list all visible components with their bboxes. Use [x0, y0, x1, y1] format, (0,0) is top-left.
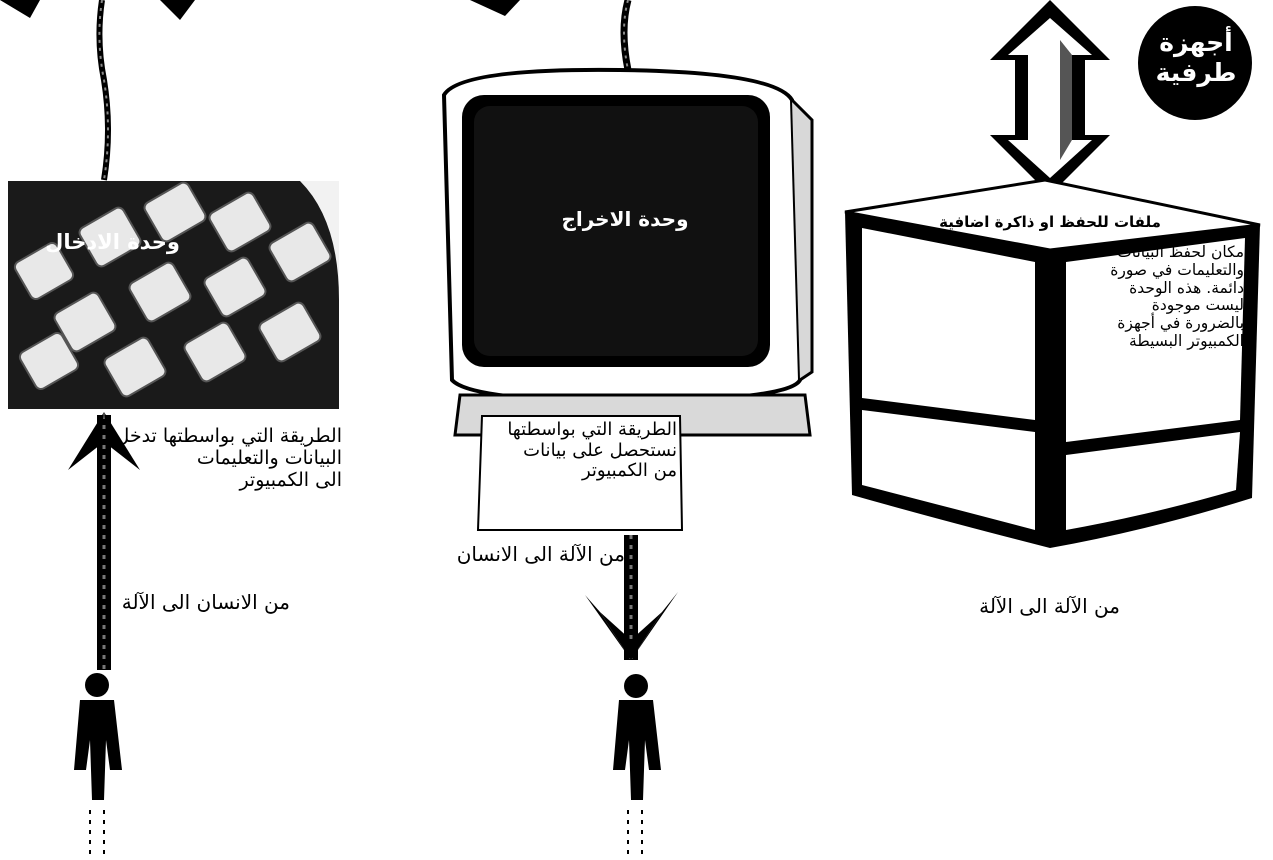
badge-line-2: طرفية	[1148, 58, 1244, 88]
badge-line-1: أجهزة	[1148, 28, 1244, 58]
storage-flow-label: من الآلة الى الآلة	[960, 594, 1120, 618]
person-left-icon	[74, 673, 122, 860]
person-center-icon	[613, 674, 661, 860]
storage-description-line-3: دائمة. هذه الوحدة	[1068, 280, 1244, 298]
input-description-line-1: الطريقة التي بواسطتها تدخل	[120, 426, 342, 448]
storage-description-line-2: والتعليمات في صورة	[1068, 262, 1244, 280]
output-paper-line-2: نستحصل على بيانات	[485, 441, 677, 462]
input-description-line-3: الى الكمبيوتر	[120, 470, 342, 492]
storage-description-line-5: بالضرورة في أجهزة	[1068, 315, 1244, 333]
input-unit-description: الطريقة التي بواسطتها تدخل البيانات والت…	[120, 426, 342, 492]
double-arrow-icon	[990, 0, 1110, 195]
storage-description-line-4: ليست موجودة	[1068, 297, 1244, 315]
input-unit-title: وحدة الادخال	[30, 230, 180, 254]
keyboard-image	[8, 180, 339, 409]
storage-description-line-6: الكمبيوتر البسيطة	[1068, 333, 1244, 351]
output-paper-line-3: من الكمبيوتر	[485, 461, 677, 482]
output-paper-text: الطريقة التي بواسطتها نستحصل على بيانات …	[485, 420, 677, 482]
output-flow-label: من الآلة الى الانسان	[440, 542, 625, 566]
badge-label: أجهزة طرفية	[1148, 28, 1244, 88]
storage-description-line-1: مكان لحفظ البيانات	[1068, 244, 1244, 262]
monitor-image	[444, 70, 812, 435]
input-description-line-2: البيانات والتعليمات	[120, 448, 342, 470]
storage-unit-title: ملفات للحفظ او ذاكرة اضافية	[930, 213, 1170, 231]
storage-box-image	[845, 180, 1260, 548]
storage-unit-description: مكان لحفظ البيانات والتعليمات في صورة دا…	[1068, 244, 1244, 351]
output-top-cable	[470, 0, 628, 70]
output-paper-line-1: الطريقة التي بواسطتها	[485, 420, 677, 441]
input-flow-label: من الانسان الى الآلة	[110, 590, 290, 614]
output-unit-title: وحدة الاخراج	[540, 207, 710, 231]
input-top-cable	[0, 0, 195, 180]
